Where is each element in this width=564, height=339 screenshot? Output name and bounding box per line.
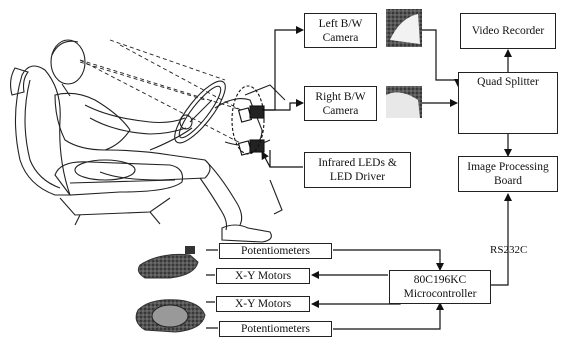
potentiometers-top-box: Potentiometers <box>219 243 332 259</box>
infrared-leds-box: Infrared LEDs & LED Driver <box>304 152 411 188</box>
video-recorder-box: Video Recorder <box>460 13 556 49</box>
microcontroller-box: 80C196KC Microcontroller <box>389 270 491 304</box>
potentiometers-bottom-box: Potentiometers <box>219 321 332 337</box>
xy-motors-top-box: X-Y Motors <box>216 268 310 284</box>
left-camera-box: Left B/W Camera <box>304 13 377 48</box>
xy-motors-bottom-box: X-Y Motors <box>216 296 310 312</box>
driver-seat-illustration <box>11 40 285 242</box>
right-camera-box: Right B/W Camera <box>304 86 377 121</box>
image-processing-box: Image Processing Board <box>458 156 558 192</box>
rs232c-label: RS232C <box>490 244 527 256</box>
dashboard-cameras <box>232 86 264 155</box>
mirror-images <box>136 246 205 332</box>
quad-splitter-box: Quad Splitter <box>458 72 558 134</box>
